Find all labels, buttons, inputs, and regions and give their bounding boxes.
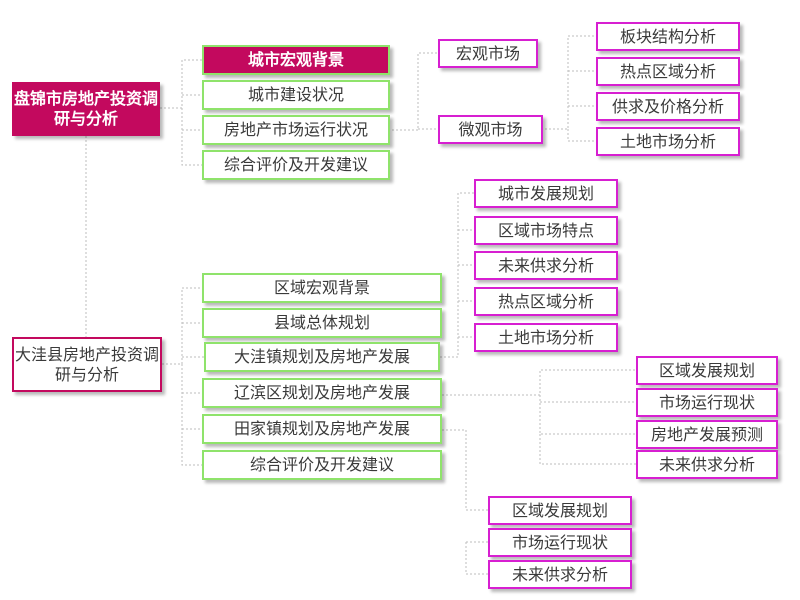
connector	[160, 59, 202, 109]
node-city-macro-background[interactable]: 城市宏观背景	[202, 45, 390, 75]
node-hotspot-area-1[interactable]: 热点区域分析	[596, 57, 740, 86]
node-regional-features[interactable]: 区域市场特点	[474, 216, 618, 245]
node-market-status-1[interactable]: 市场运行现状	[636, 388, 778, 417]
node-micro-market[interactable]: 微观市场	[438, 115, 543, 144]
node-county-plan[interactable]: 县域总体规划	[202, 308, 442, 338]
root-node-dawa[interactable]: 大洼县房地产投资调研与分析	[12, 337, 162, 392]
node-land-market-1[interactable]: 土地市场分析	[596, 127, 740, 156]
node-land-market-2[interactable]: 土地市场分析	[474, 323, 618, 352]
node-regional-macro[interactable]: 区域宏观背景	[202, 273, 442, 303]
node-evaluation-advice-2[interactable]: 综合评价及开发建议	[202, 450, 442, 480]
root-node-panjin[interactable]: 盘锦市房地产投资调研与分析	[12, 82, 160, 136]
node-regional-dev-plan-2[interactable]: 区域发展规划	[488, 496, 632, 525]
node-real-estate-market[interactable]: 房地产市场运行状况	[202, 115, 390, 145]
node-evaluation-advice-1[interactable]: 综合评价及开发建议	[202, 150, 390, 180]
node-market-status-2[interactable]: 市场运行现状	[488, 528, 632, 557]
node-future-supply-1[interactable]: 未来供求分析	[474, 251, 618, 280]
node-liaobin-district[interactable]: 辽滨区规划及房地产发展	[202, 378, 442, 408]
node-dawa-town[interactable]: 大洼镇规划及房地产发展	[204, 342, 440, 372]
node-sector-structure[interactable]: 板块结构分析	[596, 22, 740, 51]
node-future-supply-2[interactable]: 未来供求分析	[636, 450, 778, 479]
node-hotspot-area-2[interactable]: 热点区域分析	[474, 287, 618, 316]
node-supply-price[interactable]: 供求及价格分析	[596, 92, 740, 121]
node-city-construction[interactable]: 城市建设状况	[202, 80, 390, 110]
node-regional-dev-plan-1[interactable]: 区域发展规划	[636, 356, 778, 385]
node-tianjia-town[interactable]: 田家镇规划及房地产发展	[202, 414, 442, 444]
node-macro-market[interactable]: 宏观市场	[438, 39, 538, 68]
node-future-supply-3[interactable]: 未来供求分析	[488, 560, 632, 589]
node-city-dev-plan[interactable]: 城市发展规划	[474, 179, 618, 208]
node-real-estate-forecast[interactable]: 房地产发展预测	[636, 420, 778, 449]
